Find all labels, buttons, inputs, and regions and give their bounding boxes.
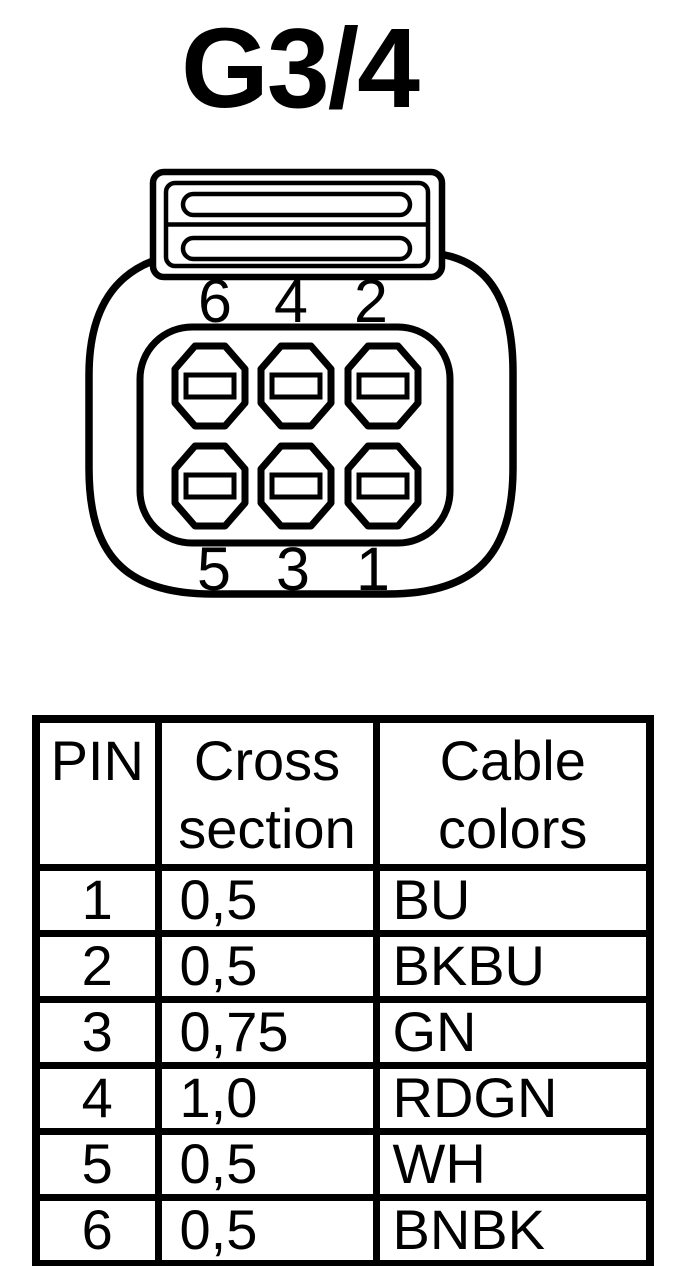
pin-socket-2 [344, 342, 422, 430]
pin-label-5: 5 [197, 535, 231, 603]
pin-label-1: 1 [356, 535, 390, 603]
table-row: 4 1,0 RDGN [32, 1061, 654, 1135]
pin-number: 5 [32, 1127, 162, 1201]
cross-section: 0,75 [154, 995, 380, 1069]
cross-section: 0,5 [154, 863, 380, 937]
connector-diagram: 6 4 2 5 3 1 [85, 168, 517, 603]
header-pin: PIN [32, 715, 162, 871]
cable-color: BKBU [372, 929, 654, 1003]
cable-color: GN [372, 995, 654, 1069]
header-cable-colors: Cable colors [372, 715, 654, 871]
pin-socket-1 [344, 442, 422, 530]
table-header-row: PIN Cross section Cable colors [32, 715, 654, 871]
pin-number: 1 [32, 863, 162, 937]
table-row: 2 0,5 BKBU [32, 929, 654, 1003]
cross-section: 0,5 [154, 1193, 380, 1266]
pin-socket-6 [171, 342, 249, 430]
header-cross-section: Cross section [154, 715, 380, 871]
pinout-table: PIN Cross section Cable colors 1 0,5 BU … [32, 715, 654, 1266]
latch-slot-top [180, 191, 413, 218]
cable-color: WH [372, 1127, 654, 1201]
page-title: G3/4 [181, 5, 420, 131]
cross-section: 0,5 [154, 929, 380, 1003]
pin-number: 6 [32, 1193, 162, 1266]
table-row: 5 0,5 WH [32, 1127, 654, 1201]
table-row: 3 0,75 GN [32, 995, 654, 1069]
pin-label-3: 3 [276, 535, 310, 603]
pin-socket-5 [171, 442, 249, 530]
pin-number: 3 [32, 995, 162, 1069]
pin-socket-4 [257, 342, 335, 430]
cable-color: BNBK [372, 1193, 654, 1266]
pin-socket-3 [257, 442, 335, 530]
table-row: 1 0,5 BU [32, 863, 654, 937]
cable-color: RDGN [372, 1061, 654, 1135]
table-row: 6 0,5 BNBK [32, 1193, 654, 1266]
pin-field-outline [136, 323, 454, 547]
pin-number: 2 [32, 929, 162, 1003]
cable-color: BU [372, 863, 654, 937]
latch-slot-bottom [180, 235, 413, 262]
pin-number: 4 [32, 1061, 162, 1135]
cross-section: 0,5 [154, 1127, 380, 1201]
cross-section: 1,0 [154, 1061, 380, 1135]
latch-tab [149, 168, 446, 281]
